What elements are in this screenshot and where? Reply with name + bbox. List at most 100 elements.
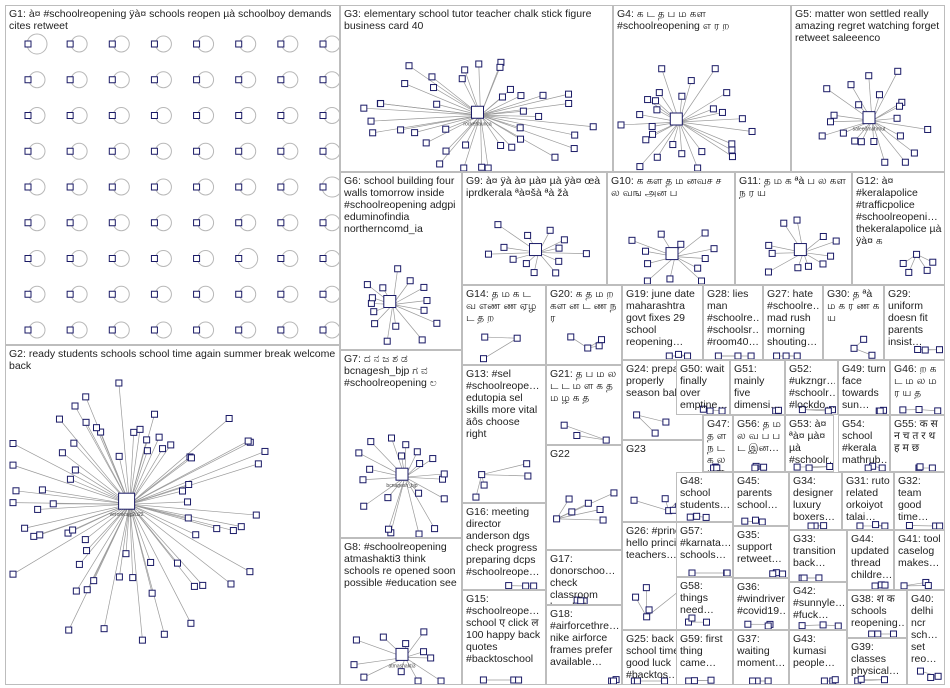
- graph-node: [628, 236, 636, 244]
- group-panel-g22: G22: [546, 445, 622, 550]
- graph-node: [881, 158, 889, 166]
- graph-edge: [24, 503, 130, 529]
- graph-edge: [404, 657, 442, 682]
- graph-node: [847, 81, 855, 89]
- hub-node: [669, 112, 683, 126]
- group-label-g21: G21: த ப ம ல ட ட ம ள க த ம ழ க த: [550, 368, 617, 404]
- graph-node: [371, 320, 379, 328]
- group-graph-g6: [363, 265, 441, 345]
- group-graph-g14: [479, 333, 521, 363]
- group-panel-g49: G49: turn face towards sun…: [838, 360, 890, 415]
- group-panel-g47: G47: த ள ந ட க ல பள…: [703, 415, 733, 472]
- graph-node: [723, 569, 731, 576]
- graph-node: [694, 264, 702, 272]
- group-panel-g13: G13: #sel #schoolreope… edutopia sel ski…: [462, 365, 546, 503]
- graph-node: [819, 260, 827, 268]
- graph-edge: [390, 477, 406, 533]
- graph-node: [402, 640, 410, 648]
- graph-node: [151, 410, 159, 418]
- graph-node: [921, 346, 929, 354]
- group-panel-g50: G50: wait finally over emptine…: [676, 360, 730, 415]
- group-label-g11: G11: த ம க ªà ப ல கள ந ர ய: [739, 175, 846, 199]
- hub-node: [665, 247, 679, 261]
- graph-node: [669, 141, 677, 149]
- graph-edge: [129, 504, 143, 641]
- graph-node: [136, 425, 144, 433]
- group-graph-g21: [560, 421, 610, 444]
- group-label-g39: G39: classes physical…: [851, 641, 900, 677]
- group-label-g4: G4: க ட த ப ம கள #schoolreopening எ ர ற: [617, 8, 730, 32]
- graph-node: [405, 62, 413, 70]
- graph-node: [826, 462, 833, 470]
- graph-edge: [404, 477, 420, 535]
- graph-node: [108, 255, 116, 262]
- graph-node: [768, 249, 776, 257]
- group-label-g29: G29: uniform doesn fit parents insist…: [888, 288, 928, 348]
- graph-node: [66, 326, 74, 334]
- graph-node: [860, 335, 868, 343]
- graph-node: [187, 619, 195, 627]
- graph-node: [535, 112, 543, 120]
- graph-node: [413, 448, 421, 456]
- group-graph-g27: [773, 352, 801, 359]
- graph-node: [55, 415, 63, 423]
- group-graph-g50: [699, 405, 726, 414]
- graph-edge: [480, 96, 503, 116]
- graph-node: [555, 257, 563, 265]
- graph-node: [319, 76, 327, 84]
- graph-node: [235, 183, 243, 191]
- group-label-g16: G16: meeting director anderson dgs check…: [466, 506, 540, 578]
- graph-node: [82, 393, 90, 401]
- graph-node: [360, 502, 368, 510]
- graph-node: [436, 160, 444, 168]
- graph-edge: [483, 337, 518, 359]
- group-graph-g13: [472, 460, 532, 501]
- group-graph-g2: veronicajg2u22: [9, 379, 269, 644]
- group-panel-g11: G11: த ம க ªà ப ல கள ந ர ய: [735, 172, 852, 285]
- graph-node: [850, 344, 858, 352]
- graph-node: [428, 73, 436, 81]
- graph-edge: [372, 114, 481, 134]
- graph-node: [150, 219, 158, 227]
- graph-node: [718, 407, 726, 414]
- graph-node: [793, 216, 801, 224]
- graph-node: [914, 345, 922, 353]
- graph-node: [567, 333, 575, 341]
- group-label-g54: G54: school #kerala mathrub…: [842, 418, 887, 466]
- group-graph-g54: [864, 462, 886, 471]
- group-label-g18: G18: #airforcethre… nike airforce frames…: [550, 608, 619, 668]
- graph-node: [748, 127, 756, 135]
- graph-edge: [475, 474, 483, 498]
- graph-node: [24, 326, 32, 334]
- group-panel-g9: G9: à¤ ÿà à¤ µà¤ µà ÿà¤ œà iprdkerala ªà…: [462, 172, 607, 285]
- graph-edge: [392, 304, 437, 324]
- group-panel-g21: G21: த ப ம ல ட ட ம ள க த ம ழ க த: [546, 365, 622, 445]
- graph-node: [83, 586, 91, 594]
- group-panel-g39: G39: classes physical…: [847, 638, 907, 685]
- group-panel-g35: G35: support retweet…: [733, 526, 789, 578]
- group-panel-g18: G18: #airforcethre… nike airforce frames…: [546, 605, 622, 685]
- group-label-g33: G33: transition back…: [793, 533, 836, 569]
- graph-node: [24, 183, 32, 191]
- group-label-g50: G50: wait finally over emptine…: [680, 363, 727, 411]
- graph-node: [24, 112, 32, 119]
- group-label-g7: G7: ದ ನ ಜ ಶ ಡ bcnagesh_bjp ಗ ವ #schoolre…: [344, 353, 437, 389]
- graph-node: [367, 117, 375, 125]
- graph-edge: [404, 458, 433, 478]
- graph-node: [741, 517, 749, 525]
- graph-node: [665, 352, 673, 359]
- graph-node: [893, 114, 901, 122]
- group-label-g37: G37: waiting moment…: [737, 633, 786, 669]
- group-label-g22: G22: [550, 448, 570, 460]
- graph-node: [524, 231, 532, 239]
- graph-node: [936, 522, 944, 529]
- graph-node: [319, 183, 327, 191]
- graph-node: [379, 284, 387, 292]
- graph-node: [160, 630, 168, 638]
- graph-node: [24, 40, 32, 48]
- group-label-g19: G19: june date maharashtra govt fixes 29…: [626, 288, 695, 348]
- graph-node: [148, 589, 156, 597]
- group-graph-g16: [505, 582, 538, 589]
- group-label-g42: G42: #sunnyle… #fuck…: [793, 585, 844, 621]
